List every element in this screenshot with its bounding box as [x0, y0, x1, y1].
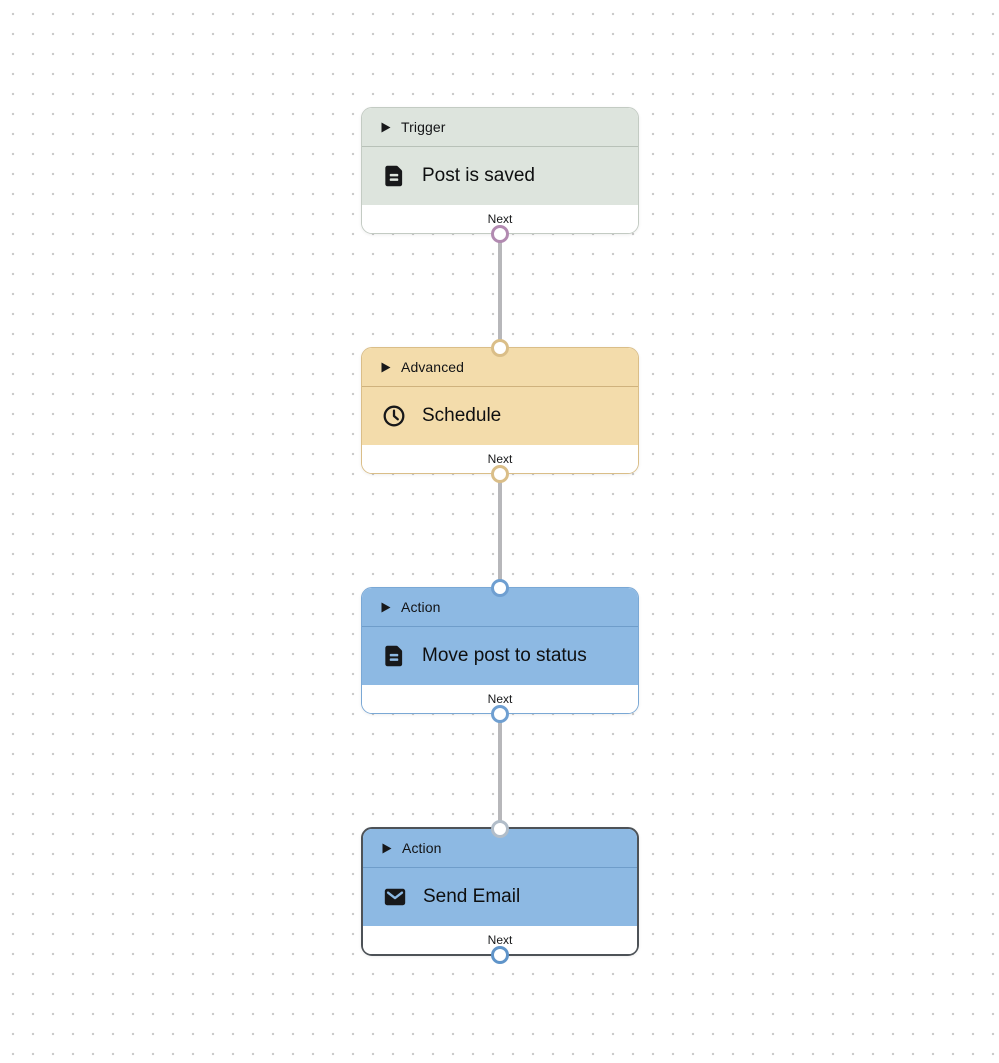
node-action-send-email[interactable]: Action Send Email Next — [361, 819, 639, 964]
node-body[interactable]: Post is saved — [362, 147, 638, 205]
node-title: Post is saved — [422, 165, 535, 186]
node-title: Schedule — [422, 405, 502, 426]
next-output-label: Next — [487, 933, 513, 947]
clock-icon — [381, 403, 407, 429]
collapse-caret-icon[interactable] — [381, 602, 391, 613]
connection-line[interactable] — [498, 715, 502, 827]
node-title: Move post to status — [422, 645, 587, 666]
output-handle[interactable] — [491, 224, 509, 243]
node-trigger-post-is-saved[interactable]: Trigger Post is saved Next — [361, 107, 639, 243]
next-output-label: Next — [487, 452, 513, 466]
node-type-label: Trigger — [401, 119, 446, 135]
input-handle[interactable] — [491, 338, 509, 357]
collapse-caret-icon[interactable] — [381, 122, 391, 133]
node-body[interactable]: Move post to status — [362, 627, 638, 685]
node-type-label: Advanced — [401, 359, 465, 375]
input-handle[interactable] — [491, 578, 509, 597]
input-handle[interactable] — [491, 819, 509, 838]
node-title: Send Email — [423, 886, 521, 907]
next-output-label: Next — [487, 212, 513, 226]
node-advanced-schedule[interactable]: Advanced Schedule Next — [361, 338, 639, 483]
node-type-label: Action — [402, 840, 442, 856]
output-handle[interactable] — [491, 945, 509, 964]
node-action-move-post-to-status[interactable]: Action Move post to status Next — [361, 578, 639, 723]
output-handle[interactable] — [491, 704, 509, 723]
connection-line[interactable] — [498, 235, 502, 347]
node-body[interactable]: Send Email — [363, 868, 637, 926]
node-body[interactable]: Schedule — [362, 387, 638, 445]
document-icon — [381, 643, 407, 669]
node-header[interactable]: Trigger — [362, 108, 638, 147]
document-icon — [381, 163, 407, 189]
connection-line[interactable] — [498, 475, 502, 587]
next-output-label: Next — [487, 692, 513, 706]
node-type-label: Action — [401, 599, 441, 615]
collapse-caret-icon[interactable] — [382, 843, 392, 854]
collapse-caret-icon[interactable] — [381, 362, 391, 373]
mail-icon — [382, 884, 408, 910]
output-handle[interactable] — [491, 464, 509, 483]
